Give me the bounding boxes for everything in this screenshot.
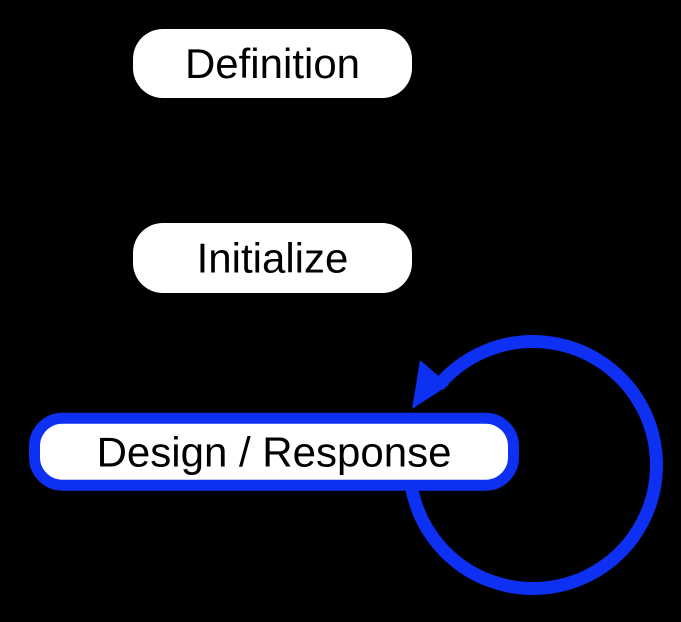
node-design-response-shape (29, 412, 519, 491)
node-initialize-label: Initialize (197, 235, 349, 282)
circular-arrow-icon (403, 335, 663, 595)
node-definition-shape (133, 29, 412, 98)
node-definition-label: Definition (185, 40, 360, 87)
node-initialize: Initialize (133, 223, 412, 293)
arrowhead-icon (412, 360, 449, 409)
node-design-response: Design / Response (29, 412, 519, 491)
node-initialize-shape (133, 223, 412, 293)
node-definition: Definition (133, 29, 412, 98)
node-design-response-label: Design / Response (97, 429, 452, 476)
